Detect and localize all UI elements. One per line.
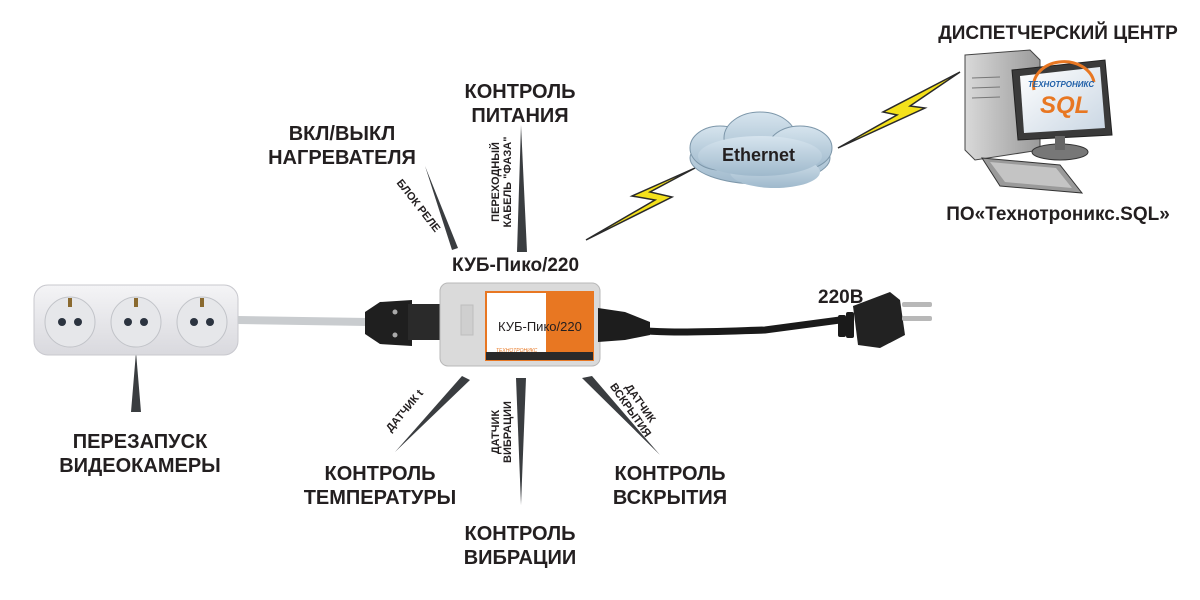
screen-logo-brand: ТЕХНОТРОНИКС	[1028, 80, 1095, 89]
device-output-boot	[598, 308, 650, 342]
dispatcher-center-title: ДИСПЕТЧЕРСКИЙ ЦЕНТР	[938, 23, 1178, 44]
power-control-label: КОНТРОЛЬ ПИТАНИЯ	[464, 81, 576, 127]
pointer-vibration	[516, 378, 526, 505]
power-voltage-label: 220В	[818, 287, 864, 308]
pointer-heater	[425, 166, 458, 250]
lightning-bolt-right	[837, 71, 961, 149]
device-box	[439, 282, 601, 367]
device-input-plug	[365, 300, 442, 346]
device-brand-logo: ТЕХНОТРОНИКС	[496, 348, 538, 354]
pointer-opening	[582, 376, 660, 455]
screen-logo-sql: SQL	[1040, 92, 1090, 119]
vibration-sensor-label: ДАТЧИК ВИБРАЦИИ	[490, 401, 514, 463]
strip-cord	[237, 316, 369, 326]
camera-restart-label: ПЕРЕЗАПУСК ВИДЕОКАМЕРЫ	[59, 431, 221, 477]
device-box-label: КУБ-Пико/220	[498, 319, 582, 334]
pointer-power	[517, 125, 527, 252]
opening-control-label: КОНТРОЛЬ ВСКРЫТИЯ	[612, 463, 728, 509]
ethernet-label: Ethernet	[722, 145, 796, 165]
software-label: ПО«Технотроникс.SQL»	[946, 204, 1170, 225]
lightning-bolt-left	[585, 167, 696, 241]
phase-cable-label: ПЕРЕХОДНЫЙ КАБЕЛЬ "ФАЗА"	[490, 136, 514, 228]
computer-illustration	[964, 49, 1113, 194]
power-strip	[33, 284, 239, 356]
power-plug	[838, 292, 932, 348]
ethernet-cloud	[689, 111, 833, 188]
device-title: КУБ-Пико/220	[452, 255, 580, 276]
heater-control-label: ВКЛ/ВЫКЛ НАГРЕВАТЕЛЯ	[268, 123, 416, 169]
vibration-control-label: КОНТРОЛЬ ВИБРАЦИИ	[463, 523, 577, 569]
temperature-control-label: КОНТРОЛЬ ТЕМПЕРАТУРЫ	[303, 463, 457, 509]
pointer-camera	[131, 352, 141, 412]
pointer-temperature	[395, 376, 470, 452]
